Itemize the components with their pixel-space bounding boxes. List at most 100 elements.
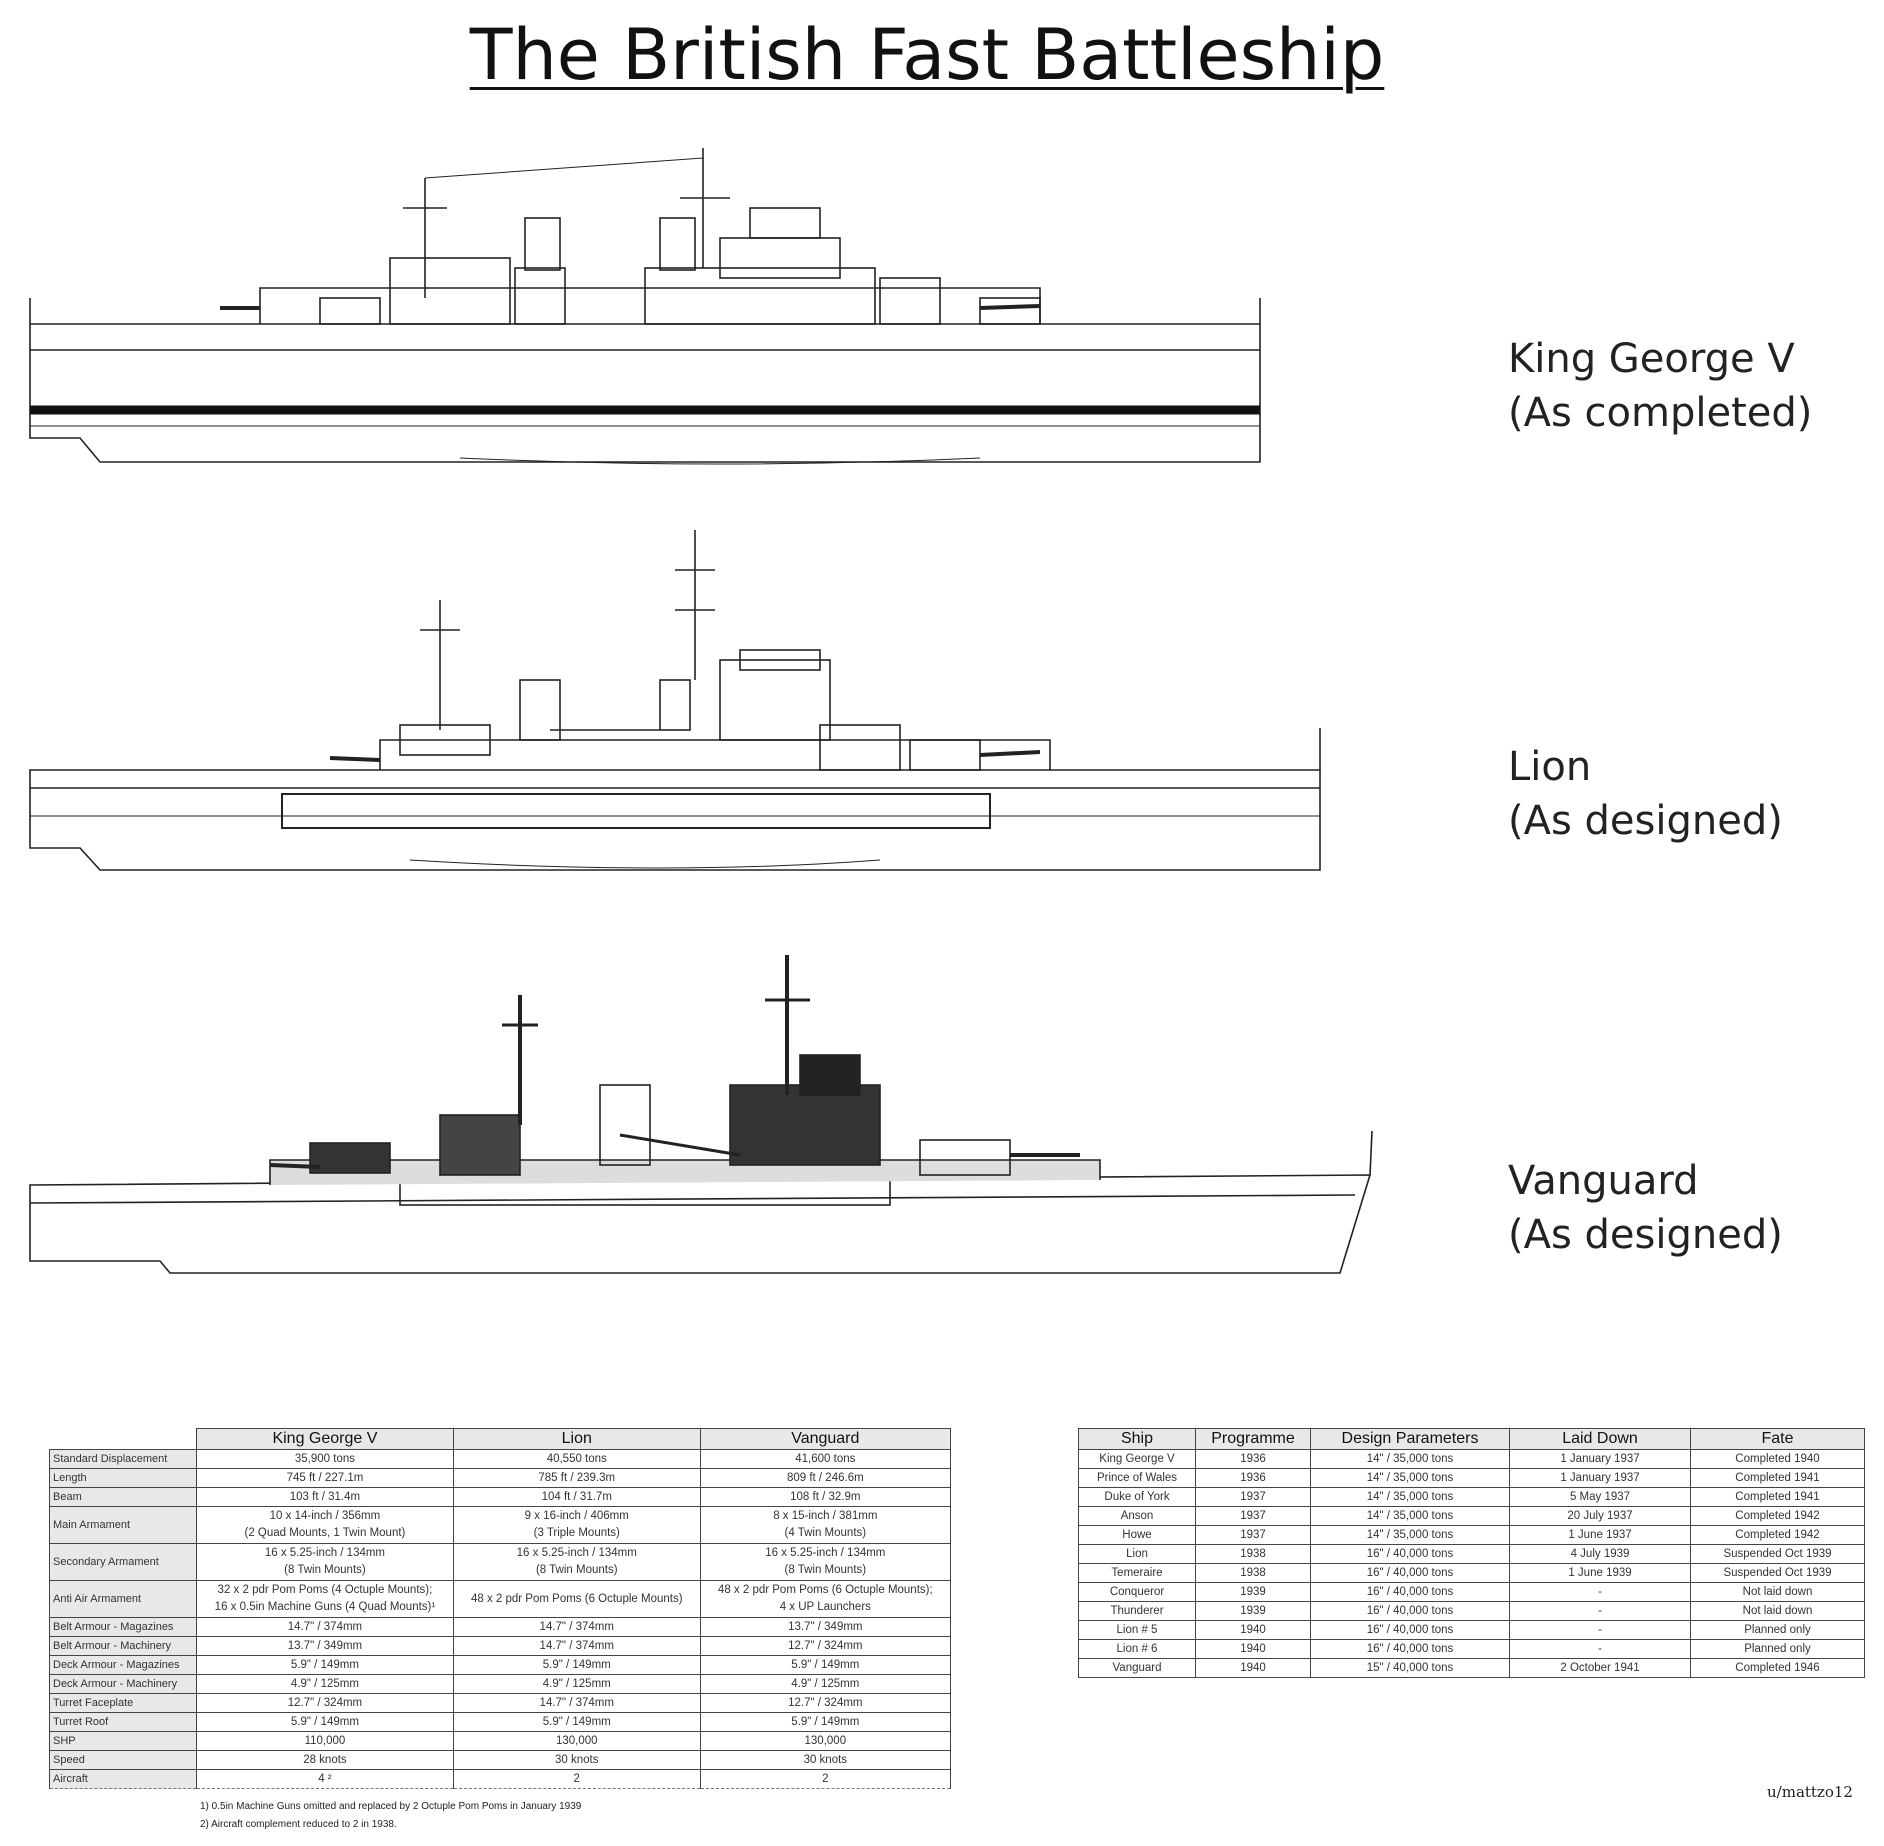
spec-cell: 130,000	[699, 1731, 952, 1751]
schedule-cell: 16" / 40,000 tons	[1310, 1620, 1510, 1640]
schedule-cell: 2 October 1941	[1509, 1658, 1691, 1678]
schedule-cell: Lion # 5	[1078, 1620, 1196, 1640]
schedule-cell: 14" / 35,000 tons	[1310, 1449, 1510, 1469]
spec-cell-line: 10 x 14-inch / 356mm	[269, 1510, 381, 1522]
schedule-cell: 1936	[1195, 1468, 1311, 1488]
spec-row-label: Beam	[49, 1487, 197, 1507]
spec-cell: 12.7" / 324mm	[196, 1693, 454, 1713]
spec-cell-line: 48 x 2 pdr Pom Poms (6 Octuple Mounts);	[717, 1584, 933, 1596]
spec-cell: 9 x 16-inch / 406mm(3 Triple Mounts)	[452, 1506, 701, 1544]
spec-row-label: Aircraft	[49, 1769, 197, 1789]
schedule-cell: 1940	[1195, 1658, 1311, 1678]
vanguard-profile-drawing	[29, 955, 1373, 1274]
spec-cell: 12.7" / 324mm	[699, 1693, 952, 1713]
schedule-cell: 1937	[1195, 1506, 1311, 1526]
spec-cell-line: 48 x 2 pdr Pom Poms (6 Octuple Mounts)	[470, 1592, 683, 1605]
schedule-cell: -	[1509, 1601, 1691, 1621]
ship-status: (As completed)	[1508, 390, 1813, 436]
schedule-cell: 14" / 35,000 tons	[1310, 1487, 1510, 1507]
spec-cell: 4.9" / 125mm	[699, 1674, 952, 1694]
schedule-cell: 1 January 1937	[1509, 1449, 1691, 1469]
spec-row-label: Length	[49, 1468, 197, 1488]
ship-name: Vanguard	[1508, 1158, 1699, 1204]
spec-cell: 5.9" / 149mm	[699, 1655, 952, 1675]
schedule-column-header: Design Parameters	[1310, 1428, 1510, 1450]
spec-cell-line: (8 Twin Mounts)	[284, 1564, 366, 1576]
spec-cell-line: 16 x 5.25-inch / 134mm	[516, 1547, 637, 1559]
construction-schedule-table: Ship Programme Design Parameters Laid Do…	[1078, 1428, 1865, 1678]
schedule-column-header: Ship	[1078, 1428, 1196, 1450]
schedule-cell: Completed 1940	[1690, 1449, 1865, 1469]
spec-cell-line: (2 Quad Mounts, 1 Twin Mount)	[244, 1527, 406, 1539]
spec-cell: 41,600 tons	[699, 1449, 952, 1469]
spec-row-label: Belt Armour - Magazines	[49, 1617, 197, 1637]
schedule-cell: Lion # 6	[1078, 1639, 1196, 1659]
schedule-cell: Completed 1942	[1690, 1525, 1865, 1545]
spec-cell: 14.7" / 374mm	[452, 1617, 701, 1637]
spec-cell: 13.7" / 349mm	[196, 1636, 454, 1656]
schedule-cell: 1938	[1195, 1563, 1311, 1583]
spec-cell: 5.9" / 149mm	[699, 1712, 952, 1732]
schedule-cell: Conqueror	[1078, 1582, 1196, 1602]
spec-cell: 809 ft / 246.6m	[699, 1468, 952, 1488]
spec-cell-line: (8 Twin Mounts)	[535, 1564, 618, 1576]
schedule-cell: 16" / 40,000 tons	[1310, 1563, 1510, 1583]
spec-cell-line: 9 x 16-inch / 406mm	[524, 1510, 629, 1522]
schedule-cell: 1938	[1195, 1544, 1311, 1564]
spec-cell: 14.7" / 374mm	[196, 1617, 454, 1637]
schedule-cell: 16" / 40,000 tons	[1310, 1582, 1510, 1602]
schedule-cell: 1937	[1195, 1487, 1311, 1507]
schedule-cell: 1939	[1195, 1601, 1311, 1621]
schedule-cell: Completed 1941	[1690, 1468, 1865, 1488]
spec-cell: 16 x 5.25-inch / 134mm (8 Twin Mounts)	[452, 1543, 701, 1581]
schedule-cell: Suspended Oct 1939	[1690, 1563, 1865, 1583]
spec-cell-line: 16 x 5.25-inch / 134mm	[264, 1547, 386, 1559]
spec-cell: 10 x 14-inch / 356mm (2 Quad Mounts, 1 Tw…	[196, 1506, 454, 1544]
spec-cell: 104 ft / 31.7m	[452, 1487, 701, 1507]
spec-row-label: Speed	[49, 1750, 197, 1770]
spec-cell: 103 ft / 31.4m	[196, 1487, 454, 1507]
spec-row-label: SHP	[49, 1731, 197, 1751]
ship-label-lion: Lion (As designed)	[1508, 740, 1783, 848]
spec-cell: 5.9" / 149mm	[196, 1655, 454, 1675]
spec-cell: 2	[452, 1769, 701, 1789]
spec-cell-line: 32 x 2 pdr Pom Poms (4 Octuple Mounts);	[217, 1584, 433, 1596]
ship-label-king-george-v: King George V (As completed)	[1508, 332, 1812, 440]
schedule-cell: Planned only	[1690, 1639, 1865, 1659]
schedule-cell: Anson	[1078, 1506, 1196, 1526]
spec-cell: 13.7" / 349mm	[699, 1617, 952, 1637]
page-title: The British Fast Battleship	[469, 14, 1385, 96]
spec-cell: 110,000	[196, 1731, 454, 1751]
spec-cell: 16 x 5.25-inch / 134mm (8 Twin Mounts)	[196, 1543, 454, 1581]
schedule-cell: -	[1509, 1582, 1691, 1602]
schedule-cell: 1940	[1195, 1639, 1311, 1659]
schedule-column-header: Laid Down	[1509, 1428, 1691, 1450]
schedule-cell: 5 May 1937	[1509, 1487, 1691, 1507]
schedule-header-row: Ship Programme Design Parameters Laid Do…	[1078, 1428, 1865, 1450]
spec-cell-line: (8 Twin Mounts)	[784, 1564, 867, 1576]
spec-column-header: King George V	[196, 1428, 454, 1450]
spec-column-header: Vanguard	[699, 1428, 952, 1450]
schedule-cell: Not laid down	[1690, 1601, 1865, 1621]
author-credit: u/mattzo12	[1767, 1783, 1853, 1801]
spec-cell: 5.9" / 149mm	[196, 1712, 454, 1732]
spec-row-label: Standard Displacement	[49, 1449, 197, 1469]
schedule-cell: Suspended Oct 1939	[1690, 1544, 1865, 1564]
ship-name: Lion	[1508, 744, 1592, 790]
ship-status: (As designed)	[1508, 1212, 1783, 1258]
